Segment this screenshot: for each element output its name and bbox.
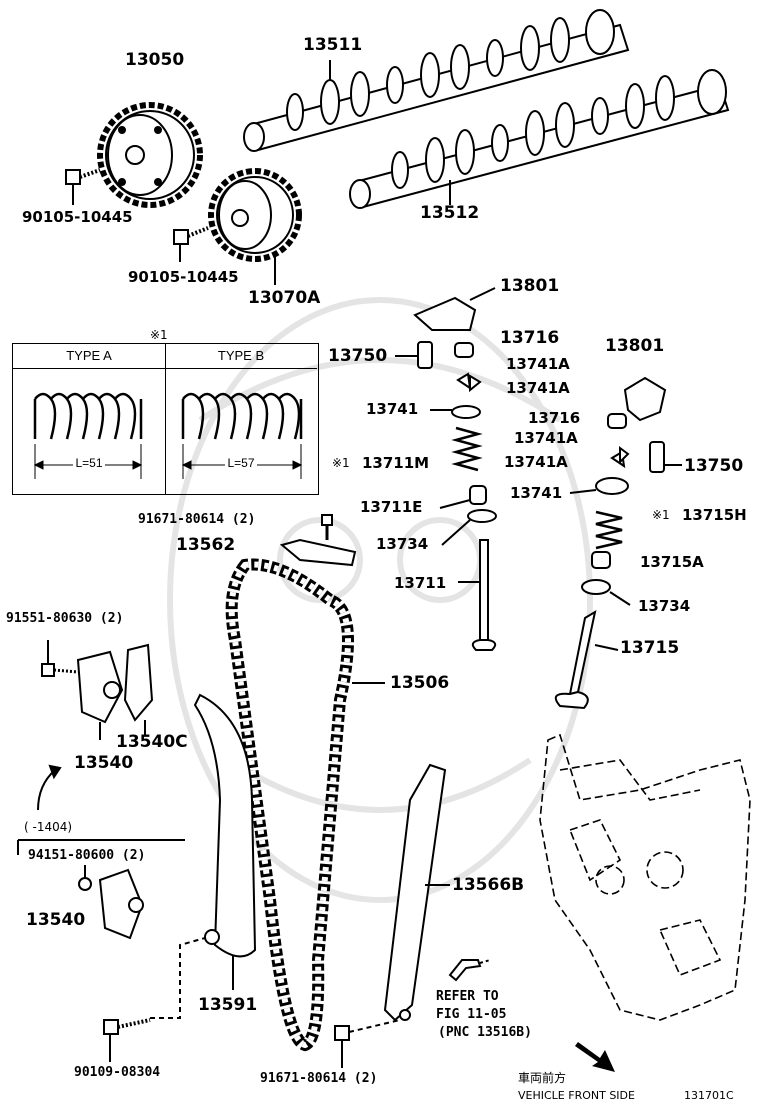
lash-adjuster-13750-a xyxy=(395,341,433,369)
part-label-13591: 13591 xyxy=(198,995,258,1015)
valve-13711 xyxy=(458,539,497,651)
part-label-13734-a: 13734 xyxy=(376,535,429,553)
part-label-91671-b: 91671-80614 (2) xyxy=(260,1071,378,1086)
part-label-13070a: 13070A xyxy=(248,288,321,308)
part-label-90109: 90109-08304 xyxy=(74,1065,161,1080)
part-label-90105-b: 90105-10445 xyxy=(128,268,239,286)
arrow-upright xyxy=(37,764,62,811)
table-note-mark: ※1 xyxy=(150,328,168,342)
bolt-90105-b xyxy=(173,226,209,262)
rocker-arm-13801-a xyxy=(413,287,496,331)
type-a-column: TYPE A L=51 xyxy=(13,344,166,494)
seal-13711e xyxy=(439,485,487,509)
part-label-13741-b: 13741 xyxy=(510,484,563,502)
part-label-13512: 13512 xyxy=(420,203,480,223)
part-label-13050: 13050 xyxy=(125,50,185,70)
part-label-13540c: 13540C xyxy=(116,732,188,752)
seal-13715a xyxy=(591,551,611,569)
part-label-13715: 13715 xyxy=(620,638,680,658)
spring-type-table: TYPE A L=51 TYPE B xyxy=(12,343,319,495)
part-label-13711m: 13711M xyxy=(362,454,430,472)
bracket-13562 xyxy=(279,514,357,567)
part-label-91551: 91551-80630 (2) xyxy=(6,611,124,626)
type-b-column: TYPE B L=57 xyxy=(165,344,317,494)
part-label-13741-a: 13741 xyxy=(366,400,419,418)
part-label-13566b: 13566B xyxy=(452,875,525,895)
refer-line-1: REFER TO xyxy=(436,989,499,1004)
valve-13715 xyxy=(554,609,619,710)
timing-chain-13506 xyxy=(225,558,385,1052)
type-b-length: L=57 xyxy=(165,456,317,470)
part-label-13750-b: 13750 xyxy=(684,456,744,476)
front-arrow-icon xyxy=(575,1042,615,1072)
type-a-header: TYPE A xyxy=(13,344,165,369)
part-label-13716-b: 13716 xyxy=(528,409,581,427)
part-label-13715h: 13715H xyxy=(682,506,747,524)
part-label-13562: 13562 xyxy=(176,535,236,555)
part-label-13741a-c: 13741A xyxy=(514,429,578,447)
engine-block xyxy=(539,733,751,1021)
spring-a-drawing xyxy=(33,392,143,479)
gasket-13540c xyxy=(123,643,154,735)
front-label-jp: 車両前方 xyxy=(518,1071,567,1085)
seat-13734-b xyxy=(581,579,631,606)
part-label-13734-b: 13734 xyxy=(638,597,691,615)
tensioner-13540-a xyxy=(41,640,124,740)
part-label-13711e: 13711E xyxy=(360,498,423,516)
note-mark-13711m: ※1 xyxy=(332,456,350,470)
seat-13734-a xyxy=(441,509,497,546)
camshaft-13511 xyxy=(243,9,630,152)
part-label-13511: 13511 xyxy=(303,35,363,55)
part-label-91671-a: 91671-80614 (2) xyxy=(138,512,256,527)
spring-13715h xyxy=(595,510,623,550)
figure-id: 131701C xyxy=(684,1089,734,1102)
oil-pipe xyxy=(448,959,491,982)
part-label-13540-b: 13540 xyxy=(26,910,86,930)
part-label-13741a-d: 13741A xyxy=(504,453,568,471)
part-label-13715a: 13715A xyxy=(640,553,704,571)
part-label-13741a-a: 13741A xyxy=(506,355,570,373)
vvt-sprocket-13070a xyxy=(208,168,302,285)
part-label-90105-a: 90105-10445 xyxy=(22,208,133,226)
part-label-13711: 13711 xyxy=(394,574,447,592)
refer-line-2: FIG 11-05 xyxy=(436,1007,507,1022)
bolt-90109 xyxy=(103,937,206,1062)
keeper-13741a-b xyxy=(610,446,630,469)
retainer-13741-b xyxy=(569,477,629,495)
shim-13716-a xyxy=(454,342,474,358)
tensioner-13540-b xyxy=(17,839,185,940)
bolt-91671-b xyxy=(334,1019,401,1068)
part-label-94151: 94151-80600 (2) xyxy=(28,848,146,863)
part-label-13741a-b: 13741A xyxy=(506,379,570,397)
part-label-13540-a: 13540 xyxy=(74,753,134,773)
part-label-13801-a: 13801 xyxy=(500,276,560,296)
camshaft-13512 xyxy=(349,69,730,209)
refer-line-3: (PNC 13516B) xyxy=(438,1025,532,1040)
chain-guide-13566b xyxy=(383,763,450,1022)
bolt-90105-a xyxy=(65,168,101,205)
front-label-en: VEHICLE FRONT SIDE xyxy=(518,1089,635,1102)
note-mark-13715h: ※1 xyxy=(652,508,670,522)
retainer-13741-a xyxy=(430,405,481,419)
part-label-13716-a: 13716 xyxy=(500,328,560,348)
type-a-length: L=51 xyxy=(13,456,165,470)
type-a-length-text: L=51 xyxy=(73,456,105,470)
keeper-13741a-a xyxy=(456,372,482,393)
type-b-length-text: L=57 xyxy=(225,456,257,470)
date-range-note: ( -1404) xyxy=(24,820,73,834)
part-label-13750-a: 13750 xyxy=(328,346,388,366)
shim-13716-b xyxy=(607,413,627,429)
lash-adjuster-13750-b xyxy=(649,441,682,473)
type-b-header: TYPE B xyxy=(165,344,317,369)
part-label-13506: 13506 xyxy=(390,673,450,693)
spring-b-drawing xyxy=(181,392,303,479)
tensioner-arm-13591 xyxy=(193,693,257,990)
part-label-13801-b: 13801 xyxy=(605,336,665,356)
spring-13711m xyxy=(451,426,483,472)
rocker-arm-13801-b xyxy=(623,376,667,422)
vvt-sprocket-13050 xyxy=(97,102,203,208)
